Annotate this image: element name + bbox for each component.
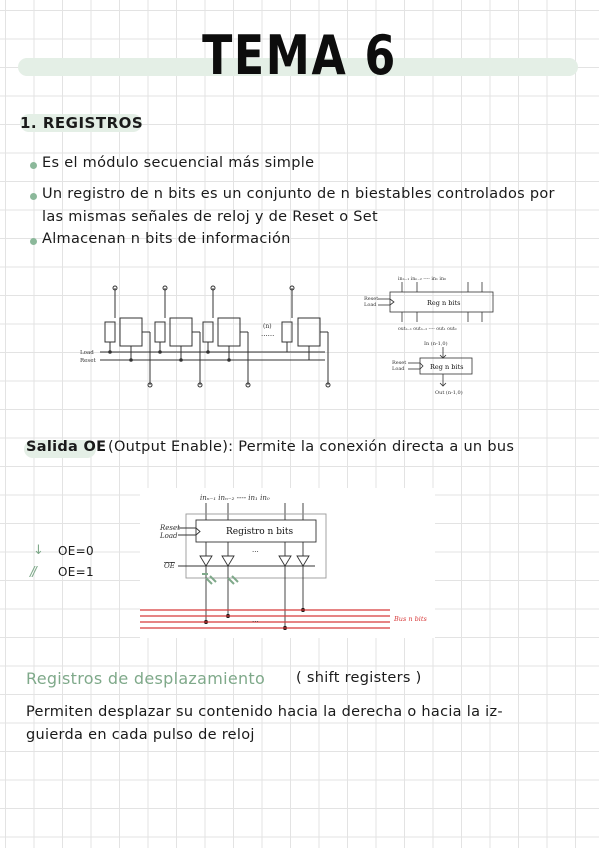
arrow-down-icon: ↓ [33, 543, 44, 558]
reset-label: Reset [392, 360, 406, 366]
title-highlight [18, 58, 578, 76]
bullet-dot-icon [30, 162, 37, 169]
register-box-label: Reg n bits [430, 363, 463, 371]
input-labels: inₙ₋₁ inₙ₋₂ ---- in₁ in₀ [200, 494, 270, 502]
compact-reg-diagram: In (n-1,0) Reset Load Reg n bits Out (n-… [392, 340, 473, 396]
page-title: TEMA 6 [202, 24, 397, 87]
reset-label: Reset [364, 296, 378, 302]
flipflop-register-diagram: Load Reset ...... (n) [80, 285, 331, 388]
output-labels: outₙ₋₁ outₙ₋₂ ---- out₁ out₀ [398, 326, 457, 332]
load-label: Load [392, 366, 405, 372]
oe-highlight [24, 440, 96, 458]
heading-highlight [20, 114, 142, 132]
load-label: Load [159, 532, 178, 540]
bullet-text-1: Es el módulo secuencial más simple [42, 155, 315, 171]
oe-label: Salida OE [26, 439, 107, 455]
bus-ellipsis-label: ... [252, 616, 259, 624]
bus-label: Bus n bits [393, 615, 427, 623]
bullet-text-2: Un registro de n bits es un conjunto de … [42, 186, 555, 202]
n-label: (n) [263, 323, 272, 330]
shift-heading: Registros de desplazamiento [26, 669, 266, 688]
shift-text-line2: guierda en cada pulso de reloj [26, 727, 255, 743]
oe-signal-label: OE [164, 562, 175, 570]
bullet-text-2-cont: las mismas señales de reloj y de Reset o… [42, 209, 378, 225]
section-heading: 1. REGISTROS [20, 114, 144, 132]
reg-n-bits-diagram: inₙ₋₁ inₙ₋₂ ---- in₁ in₀ Reset Load Reg … [364, 276, 494, 332]
bullet-dot-icon [30, 193, 37, 200]
ellipsis-label: ... [252, 546, 259, 554]
shift-subheading: ( shift registers ) [296, 670, 422, 686]
in-bus-label: In (n-1,0) [424, 340, 448, 347]
register-box-label: Reg n bits [427, 299, 460, 307]
input-labels: inₙ₋₁ inₙ₋₂ ---- in₁ in₀ [398, 276, 446, 282]
oe-description: (Output Enable): Permite la conexión dir… [108, 439, 515, 455]
load-label: Load [80, 350, 94, 356]
bullet-dot-icon [30, 238, 37, 245]
legend-oe0: OE=0 [58, 544, 94, 558]
ellipsis-label: ...... [261, 330, 274, 338]
load-label: Load [364, 302, 377, 308]
register-box-label: Registro n bits [226, 527, 293, 537]
bullet-text-3: Almacenan n bits de información [42, 231, 291, 247]
double-slash-icon: // [30, 565, 37, 580]
oe-bus-diagram: inₙ₋₁ inₙ₋₂ ---- in₁ in₀ Reset L [140, 488, 435, 638]
reset-label: Reset [80, 358, 96, 364]
out-bus-label: Out (n-1,0) [435, 389, 463, 396]
shift-text-line1: Permiten desplazar su contenido hacia la… [26, 704, 503, 720]
legend-oe1: OE=1 [58, 565, 94, 579]
reset-label: Reset [159, 524, 180, 532]
